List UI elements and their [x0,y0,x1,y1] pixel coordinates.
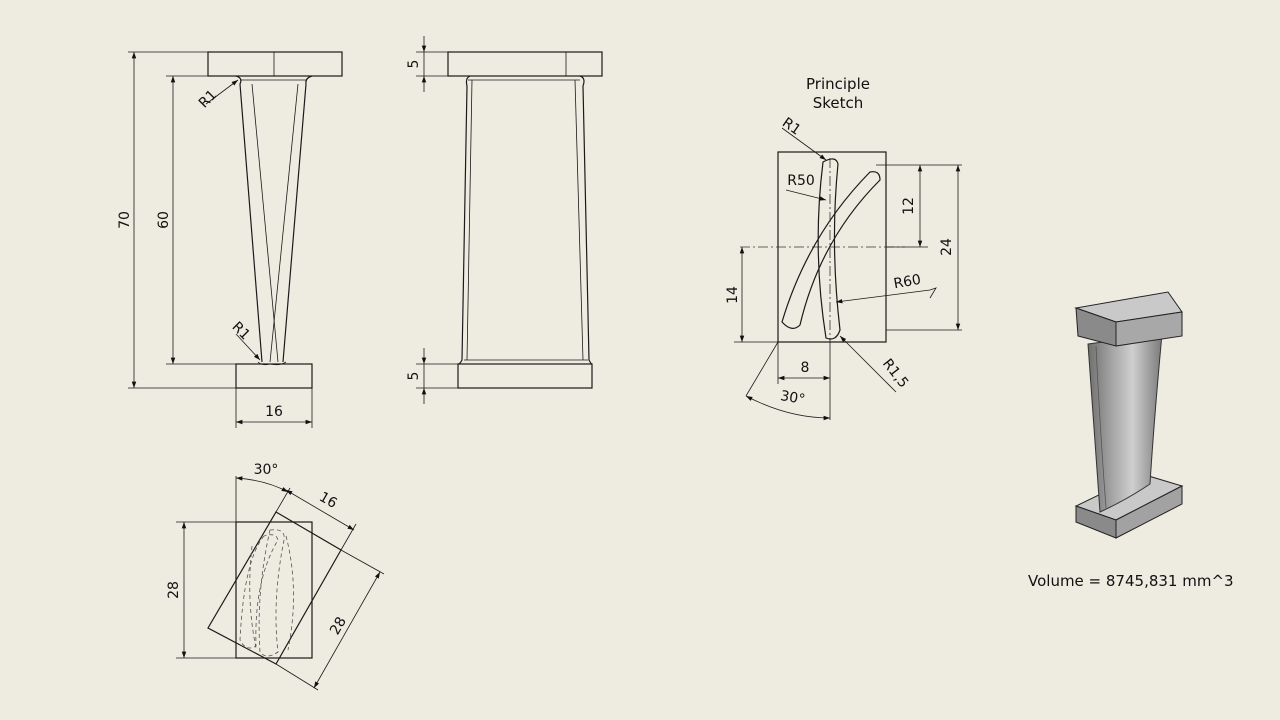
top-dim-28-diag: 28 [327,614,350,637]
side-blade-left [457,75,471,365]
sketch-title-line1: Principle [806,75,870,93]
sketch-dim-r50: R50 [787,173,815,189]
sketch-dim-8: 8 [801,360,810,376]
side-top-flange [447,51,603,77]
sketch-dim-12: 12 [901,197,917,215]
side-base-block [457,363,593,389]
sketch-blade-a [817,158,841,340]
sketch-dim-r60: R60 [892,272,922,293]
sketch-dim-30: 30° [779,388,806,408]
sketch-title-line2: Sketch [813,94,864,112]
dim-r1-bottom: R1 [229,319,253,343]
dim-r1-top: R1 [196,87,220,111]
top-view-square [235,521,313,659]
sketch-dim-r15: R1,5 [879,356,911,391]
volume-readout: Volume = 8745,831 mm^3 [1028,572,1234,590]
sketch-dim-24: 24 [939,238,955,256]
front-top-flange [207,51,343,77]
dim-70: 70 [117,211,133,229]
front-base-block [235,363,313,389]
dim-16: 16 [265,404,283,420]
dim-60: 60 [156,211,172,229]
sketch-blade-b [781,171,881,329]
top-view-rotated-rect [207,511,342,665]
side-view: 5 5 [406,36,603,404]
principle-sketch: Principle Sketch R1 R50 12 24 14 R60 [725,75,962,421]
front-blade-edge-left [235,75,263,363]
sketch-dim-r1: R1 [779,115,803,139]
front-view: 70 60 R1 R1 16 [117,51,343,428]
side-blade-right [579,75,593,365]
dim-5-top: 5 [406,60,422,69]
top-dim-16: 16 [316,489,340,512]
isometric-render [1074,291,1184,539]
top-view: 28 30° 16 28 [166,462,385,691]
top-dim-28-left: 28 [166,581,182,599]
top-dim-30: 30° [254,462,279,478]
sketch-dim-14: 14 [725,286,741,304]
dim-5-bottom: 5 [406,372,422,381]
front-blade-edge-right [282,75,313,363]
